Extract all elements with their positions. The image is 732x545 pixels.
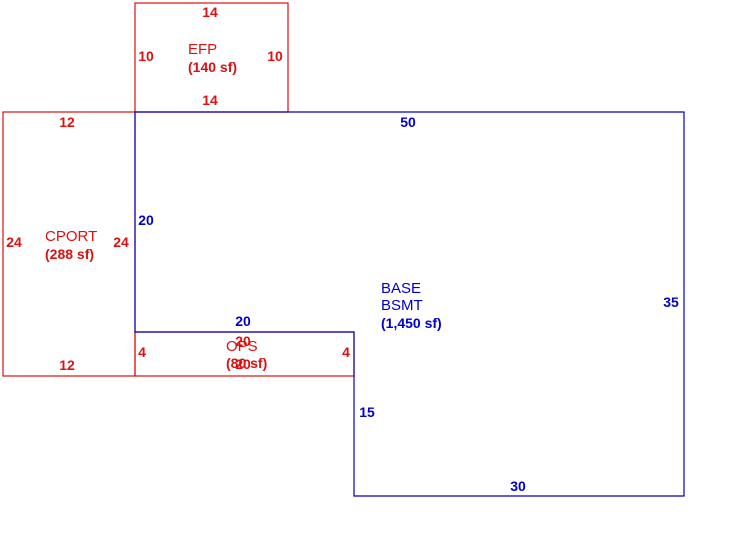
ops-area: (80 sf): [226, 355, 267, 371]
base-name-line2: BSMT: [381, 297, 423, 314]
base-dim-notch-top: 20: [235, 313, 251, 329]
base-dim-notch-side: 15: [359, 404, 375, 420]
cport-dim-right: 24: [113, 234, 129, 250]
cport-name: CPORT: [45, 228, 97, 245]
base-area: (1,450 sf): [381, 315, 442, 331]
base-dim-bottom: 30: [510, 478, 526, 494]
base-outline: [134, 111, 685, 497]
cport-dim-left: 24: [6, 234, 22, 250]
ops-dim-bottom: 20: [235, 356, 251, 372]
efp-area: (140 sf): [188, 59, 237, 75]
base-dim-right: 35: [663, 294, 679, 310]
efp-dim-right: 10: [267, 48, 283, 64]
ops-dim-right: 4: [342, 344, 350, 360]
cport-area: (288 sf): [45, 246, 94, 262]
base-name-line1: BASE: [381, 280, 421, 297]
ops-dim-left: 4: [138, 344, 146, 360]
cport-dim-bottom: 12: [59, 357, 75, 373]
base-dim-top: 50: [400, 114, 416, 130]
ops-dim-top: 20: [235, 333, 251, 349]
efp-dim-left: 10: [138, 48, 154, 64]
cport-dim-top: 12: [59, 114, 75, 130]
ops-name: OPS: [226, 338, 258, 355]
base-dim-left-upper: 20: [138, 212, 154, 228]
efp-dim-bottom: 14: [202, 92, 218, 108]
efp-name: EFP: [188, 41, 217, 58]
efp-dim-top: 14: [202, 4, 218, 20]
